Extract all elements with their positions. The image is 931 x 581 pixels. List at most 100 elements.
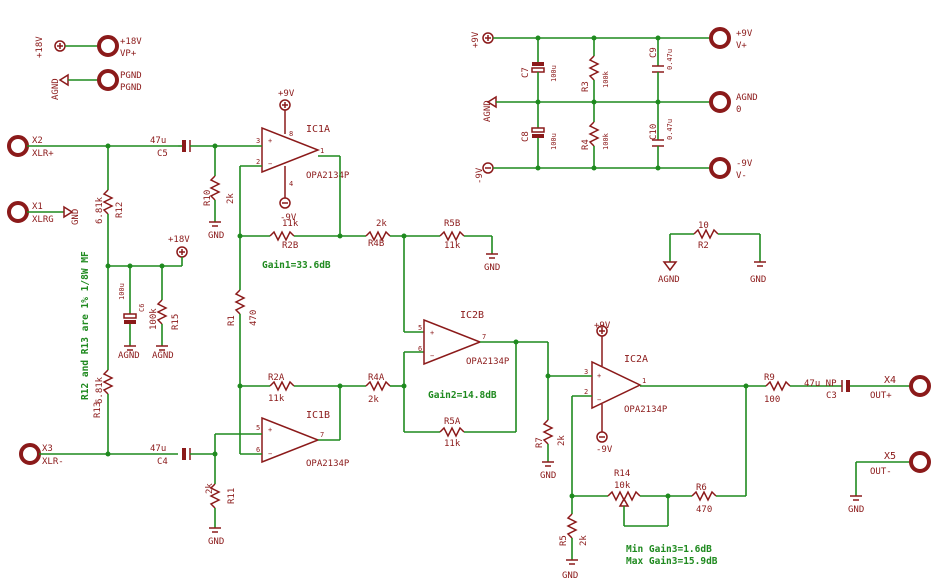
svg-text:IC1B: IC1B <box>306 410 330 421</box>
svg-text:C7: C7 <box>521 67 531 78</box>
svg-text:AGND: AGND <box>152 351 174 361</box>
svg-text:X3: X3 <box>42 444 53 454</box>
svg-text:+9V: +9V <box>278 89 295 99</box>
capacitor-c5: 47u C5 <box>150 136 215 159</box>
svg-text:+: + <box>597 372 601 380</box>
power-supply: +9V AGND -9V C7 100u C8 100u R3 100k R4 … <box>471 27 758 184</box>
svg-text:R4: R4 <box>581 139 591 150</box>
svg-text:C9: C9 <box>649 47 659 58</box>
svg-text:OPA2134P: OPA2134P <box>466 357 510 367</box>
resistor-r10: R10 2k GND <box>203 143 236 241</box>
svg-text:R12: R12 <box>115 202 125 218</box>
svg-text:−: − <box>597 396 601 404</box>
svg-text:2k: 2k <box>579 535 589 546</box>
svg-text:1: 1 <box>320 147 324 155</box>
svg-text:1: 1 <box>642 377 646 385</box>
resistor-r11: 2k R11 GND <box>205 451 237 547</box>
svg-text:+18V: +18V <box>120 37 142 47</box>
svg-text:+18V: +18V <box>168 235 190 245</box>
svg-text:R12 and R13 are 1% 1/8W MF: R12 and R13 are 1% 1/8W MF <box>80 251 91 400</box>
svg-text:100k: 100k <box>602 70 610 88</box>
bias-network: 6.81k R12 6.81k R13 R12 and R13 are 1% 1… <box>80 143 182 457</box>
svg-text:2k: 2k <box>376 219 387 229</box>
svg-text:-9V: -9V <box>280 213 297 223</box>
svg-text:+9V: +9V <box>736 29 753 39</box>
svg-text:R4B: R4B <box>368 239 384 249</box>
svg-text:8: 8 <box>289 130 293 138</box>
svg-text:X4: X4 <box>884 375 896 386</box>
svg-text:0.47u: 0.47u <box>666 49 674 70</box>
svg-text:6: 6 <box>418 345 422 353</box>
svg-text:+9V: +9V <box>594 321 611 331</box>
svg-text:+: + <box>268 137 272 145</box>
svg-text:R14: R14 <box>614 469 630 479</box>
svg-text:11k: 11k <box>444 439 461 449</box>
resistor-r15: 100k R15 AGND <box>149 266 181 361</box>
svg-text:Min Gain3=1.6dB: Min Gain3=1.6dB <box>626 544 712 555</box>
svg-text:2k: 2k <box>368 395 379 405</box>
svg-text:5: 5 <box>256 424 260 432</box>
svg-text:−: − <box>268 450 272 458</box>
ic1b-opamp: + − IC1B OPA2134P 567 <box>214 386 350 469</box>
svg-text:R5B: R5B <box>444 219 460 229</box>
svg-text:7: 7 <box>320 431 324 439</box>
svg-text:XLR-: XLR- <box>42 457 64 467</box>
svg-text:XLRG: XLRG <box>32 215 54 225</box>
svg-text:R2: R2 <box>698 241 709 251</box>
svg-text:GND: GND <box>208 537 224 547</box>
svg-text:+: + <box>268 426 272 434</box>
svg-text:IC2B: IC2B <box>460 310 484 321</box>
svg-text:11k: 11k <box>282 219 299 229</box>
svg-text:C3: C3 <box>826 391 837 401</box>
svg-text:PGND: PGND <box>120 71 142 81</box>
svg-text:R5A: R5A <box>444 417 461 427</box>
svg-text:5: 5 <box>418 324 422 332</box>
svg-text:11k: 11k <box>268 394 285 404</box>
svg-text:AGND: AGND <box>118 351 140 361</box>
svg-text:X1: X1 <box>32 202 43 212</box>
svg-text:100k: 100k <box>149 308 159 330</box>
plus18-supply: +18V <box>168 235 190 266</box>
svg-text:R9: R9 <box>764 373 775 383</box>
svg-text:6.81k: 6.81k <box>95 196 105 224</box>
svg-text:R3: R3 <box>581 81 591 92</box>
svg-text:4: 4 <box>289 180 293 188</box>
svg-text:C4: C4 <box>157 457 168 467</box>
svg-text:OPA2134P: OPA2134P <box>306 171 350 181</box>
ic1a-opamp: + − +9V -9V IC1A OPA2134P 84 321 <box>215 89 350 223</box>
svg-text:2k: 2k <box>226 193 236 204</box>
svg-text:R2A: R2A <box>268 373 285 383</box>
svg-text:-9V: -9V <box>736 159 753 169</box>
resistor-r2: 10 R2 AGND GND <box>658 221 766 285</box>
svg-text:10k: 10k <box>614 481 631 491</box>
svg-text:IC2A: IC2A <box>624 354 648 365</box>
x5-connector: X5 OUT- GND <box>848 451 931 515</box>
svg-text:2: 2 <box>584 388 588 396</box>
ic2a-opamp: + − +9V -9V IC2A OPA2134P 321 <box>545 321 766 455</box>
svg-text:AGND: AGND <box>658 275 680 285</box>
svg-text:X5: X5 <box>884 451 896 462</box>
svg-text:GND: GND <box>540 471 556 481</box>
capacitor-c6: 100u C6 AGND <box>118 266 146 361</box>
svg-text:V-: V- <box>736 171 747 181</box>
svg-text:R11: R11 <box>227 488 237 504</box>
svg-text:0: 0 <box>736 105 741 115</box>
svg-text:2k: 2k <box>557 435 567 446</box>
output-stage: R9 100 47u NP C3 X4 OUT+ <box>764 373 931 405</box>
svg-text:47u: 47u <box>150 444 166 454</box>
svg-text:100u: 100u <box>118 283 126 300</box>
svg-text:R2B: R2B <box>282 241 298 251</box>
svg-text:100k: 100k <box>602 132 610 150</box>
svg-text:GND: GND <box>562 571 578 581</box>
svg-text:OPA2134P: OPA2134P <box>306 459 350 469</box>
gain3-network: R14 10k R6 470 R5 2k GND Min Gain3=1.6dB… <box>559 386 747 581</box>
svg-text:−: − <box>268 160 272 168</box>
svg-text:R15: R15 <box>171 314 181 330</box>
svg-text:C5: C5 <box>157 149 168 159</box>
svg-text:100u: 100u <box>550 65 558 82</box>
resistor-r7: R7 2k GND <box>535 376 567 481</box>
svg-text:Max Gain3=15.9dB: Max Gain3=15.9dB <box>626 556 718 567</box>
ic2b-opamp: + − IC2B OPA2134P 567 <box>418 310 549 376</box>
